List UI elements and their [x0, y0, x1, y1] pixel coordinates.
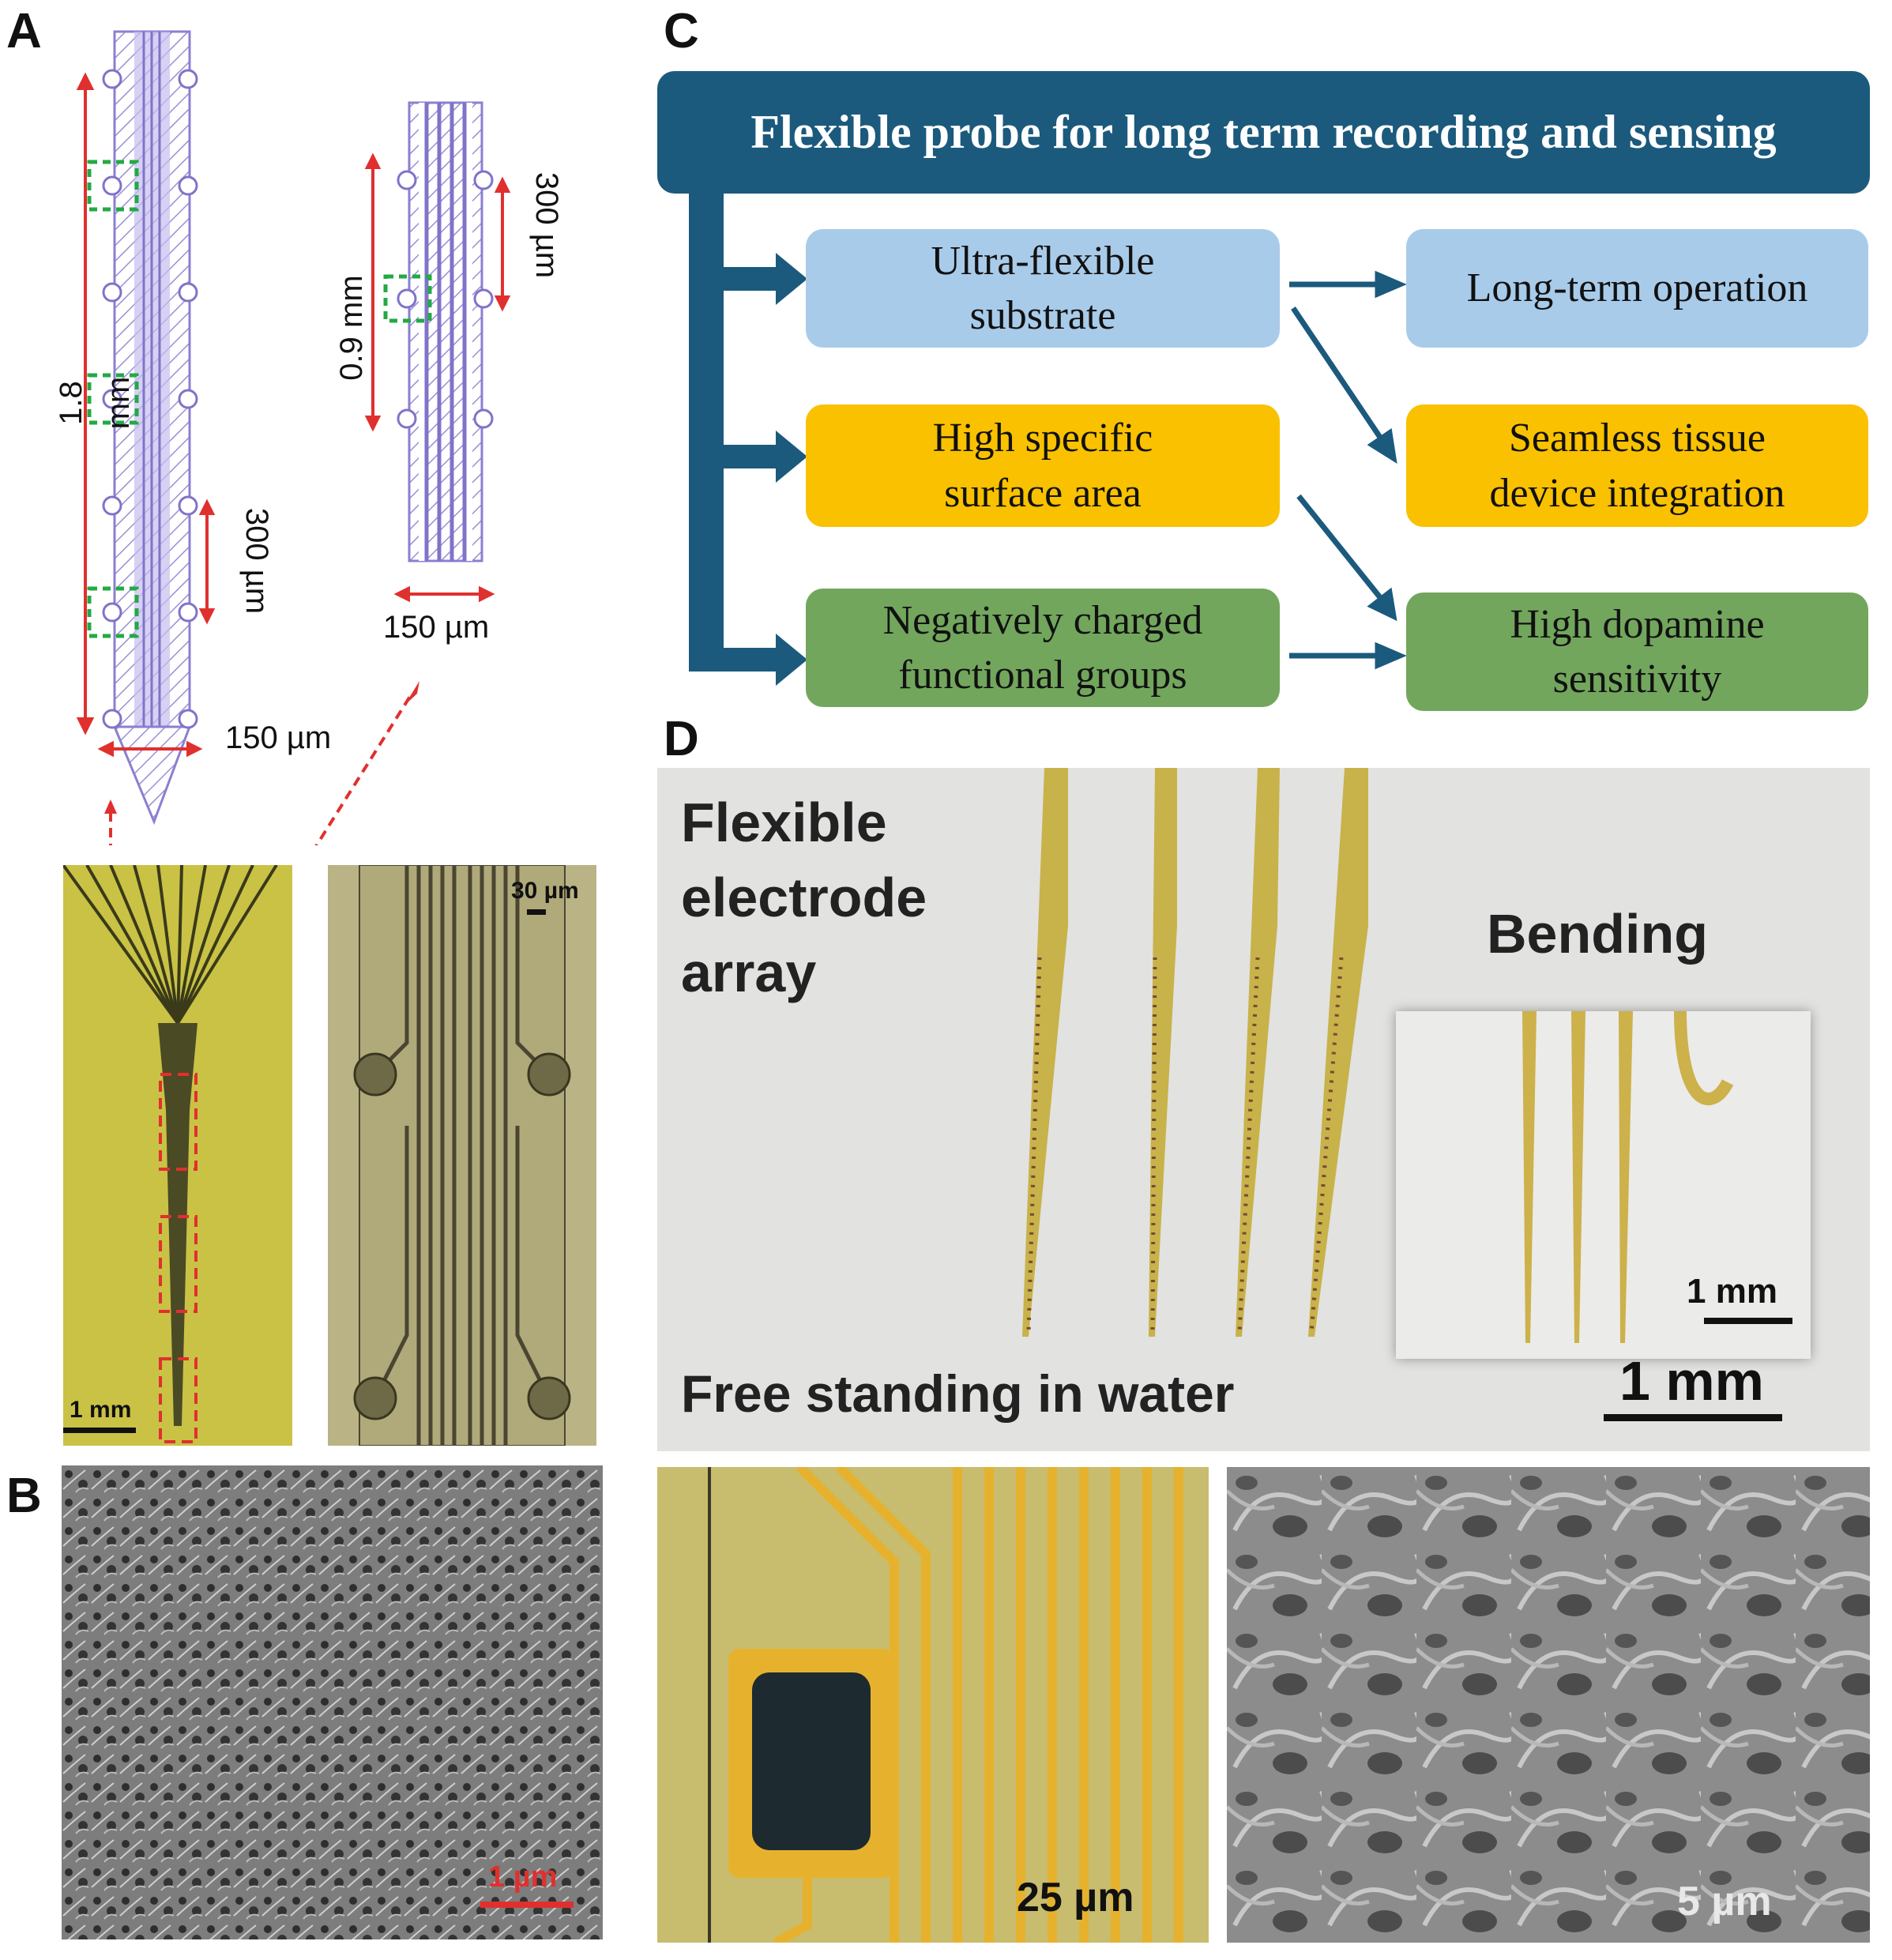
probe-schematic-diagram	[76, 30, 511, 845]
zoom-scale-bar	[527, 909, 546, 915]
flow-header: Flexible probe for long term recording a…	[657, 71, 1870, 194]
long-probe-width-label: 150 µm	[225, 720, 332, 755]
electrode-array-photo: Flexible electrode array Bending 1 mm Fr…	[657, 768, 1870, 1451]
electrode-array-label: Flexible electrode array	[681, 785, 927, 1010]
panel-label-a: A	[6, 4, 42, 58]
overview-scale-bar	[63, 1428, 136, 1433]
zoom-traces	[353, 865, 571, 1446]
long-probe-pitch-label: 300 µm	[239, 507, 274, 615]
cause-box-3: Negatively charged functional groups	[806, 589, 1280, 707]
flow-header-title: Flexible probe for long term recording a…	[750, 106, 1777, 158]
panel-label-b: B	[6, 1469, 42, 1523]
electrode-array-label-line2: electrode	[681, 867, 927, 928]
sem-scale-label: 1 µm	[488, 1860, 558, 1894]
pad-scale-label: 25 µm	[1017, 1875, 1134, 1920]
sem-fiber-texture	[1227, 1467, 1870, 1943]
panel-label-c: C	[664, 4, 699, 58]
effect-box-1: Long-term operation	[1406, 229, 1868, 348]
photo-scale-label: 1 mm	[1619, 1350, 1764, 1412]
electrode-pad-micrograph: 25 µm	[657, 1467, 1209, 1943]
cause-label-1: Ultra-flexible substrate	[931, 238, 1155, 338]
sem-scale-bar	[480, 1902, 574, 1908]
bending-label: Bending	[1487, 903, 1708, 965]
short-probe-width-label: 150 µm	[383, 610, 490, 645]
long-probe-length-label: 1.8 mm	[54, 376, 136, 430]
short-probe-length-label: 0.9 mm	[334, 275, 369, 381]
effect-box-3: High dopamine sensitivity	[1406, 593, 1868, 711]
overview-scale-label: 1 mm	[70, 1397, 132, 1423]
inset-scale-label: 1 mm	[1687, 1272, 1777, 1311]
pad-and-traces	[708, 1467, 1183, 1943]
electrode-array-label-line1: Flexible	[681, 792, 887, 853]
bent-shanks	[1522, 1011, 1734, 1343]
sem-image-porous-surface: 1 µm	[62, 1465, 603, 1939]
probe-fan-traces	[63, 865, 278, 1443]
panel-label-d: D	[664, 712, 699, 766]
probe-micrograph-overview: 1 mm	[63, 865, 292, 1446]
photo-scale-bar	[1604, 1414, 1782, 1421]
flow-arrows	[689, 190, 1407, 686]
electrode-shanks	[1022, 768, 1368, 1337]
short-probe-shank	[383, 101, 494, 562]
nanostructure-scale-label: 5 µm	[1677, 1879, 1772, 1924]
bending-inset: 1 mm	[1396, 1011, 1811, 1359]
effect-label-3: High dopamine sensitivity	[1510, 601, 1765, 702]
inset-scale-bar	[1704, 1318, 1792, 1324]
effect-label-2: Seamless tissue device integration	[1489, 416, 1785, 516]
cause-label-3: Negatively charged functional groups	[882, 597, 1203, 698]
effect-box-2: Seamless tissue device integration	[1406, 404, 1868, 527]
zoom-scale-label: 30 µm	[511, 878, 579, 904]
electrode-array-label-line3: array	[681, 942, 817, 1003]
short-probe-pitch-label: 300 µm	[529, 171, 564, 279]
sem-image-nanostructure: 5 µm	[1227, 1467, 1870, 1943]
cause-box-1: Ultra-flexible substrate	[806, 229, 1280, 348]
effect-label-1: Long-term operation	[1466, 265, 1808, 311]
sem-texture	[62, 1465, 603, 1939]
free-standing-label: Free standing in water	[681, 1364, 1235, 1423]
cause-box-2: High specific surface area	[806, 404, 1280, 527]
probe-micrograph-zoom: 30 µm	[328, 865, 596, 1446]
cause-label-2: High specific surface area	[932, 416, 1153, 516]
